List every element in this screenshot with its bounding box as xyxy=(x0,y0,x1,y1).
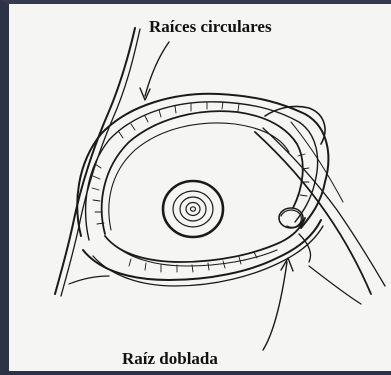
right-diagonal-root xyxy=(255,122,385,294)
root-hatching xyxy=(92,102,309,272)
arrow-bent-root xyxy=(263,258,293,350)
circling-roots-inner xyxy=(102,111,305,266)
root-ball-illustration xyxy=(9,4,391,375)
stem-cross-section xyxy=(163,181,223,237)
circling-roots-outer xyxy=(77,94,328,286)
arrow-circular-roots xyxy=(140,42,169,100)
left-root-strand xyxy=(55,28,140,296)
